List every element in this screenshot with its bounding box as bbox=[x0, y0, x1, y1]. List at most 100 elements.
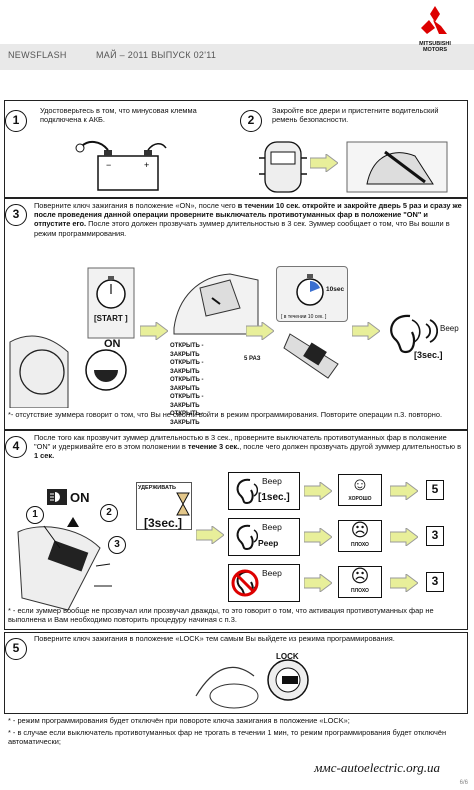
step-4-note: * - если зуммер вообще не прозвучал или … bbox=[8, 606, 434, 625]
step-3-text-a: Поверните ключ зажигания в положение «ON… bbox=[34, 201, 238, 210]
sound-box bbox=[228, 564, 300, 602]
step-3-text: Поверните ключ зажигания в положение «ON… bbox=[34, 201, 462, 238]
step-3-note: *- отсутствие зуммера говорит о том, что… bbox=[8, 410, 443, 419]
callout-3: 3 bbox=[108, 536, 126, 554]
arrow-icon bbox=[140, 322, 168, 340]
smile-icon: ☺ bbox=[350, 474, 370, 494]
sound-label: Beep bbox=[262, 568, 282, 578]
sound-label: Beep bbox=[262, 522, 282, 532]
beep-label: Beep bbox=[440, 324, 459, 333]
issue-label: МАЙ – 2011 ВЫПУСК 02'11 bbox=[96, 50, 217, 60]
svg-text:−: − bbox=[106, 160, 111, 170]
step-5-note-1: * - режим программирования будет отключё… bbox=[8, 716, 350, 725]
verdict-label: ХОРОШО bbox=[348, 496, 372, 502]
door-line: ОТКРЫТЬ - ЗАКРЫТЬ bbox=[170, 343, 204, 358]
arrow-icon bbox=[304, 574, 332, 592]
mitsubishi-logo: MITSUBISHI MOTORS bbox=[406, 6, 464, 53]
step-4-text-d: 1 сек. bbox=[34, 451, 55, 461]
ear-icon bbox=[390, 314, 421, 354]
battery-illustration: − + bbox=[75, 140, 167, 191]
step-4-sec-label: [3sec.] bbox=[144, 516, 183, 530]
step-3-on-label: ON bbox=[104, 338, 121, 350]
door-line: ОТКРЫТЬ - ЗАКРЫТЬ bbox=[170, 377, 204, 392]
hold-panel bbox=[136, 482, 192, 530]
times-label: 5 РАЗ bbox=[244, 356, 261, 362]
sound-label: Beep bbox=[262, 476, 282, 486]
doors-seatbelt-illustration bbox=[259, 141, 448, 193]
step-2-number: 2 bbox=[240, 110, 262, 132]
stopwatch-icon bbox=[296, 274, 324, 306]
step-4-text-b: течение 3 сек. bbox=[187, 442, 240, 452]
sound-sub-label: [1sec.] bbox=[258, 492, 290, 503]
page-number: 6/6 bbox=[459, 780, 468, 786]
sound-box bbox=[228, 518, 300, 556]
callout-2: 2 bbox=[100, 504, 118, 522]
arrow-icon bbox=[304, 482, 332, 500]
step-5-text: Поверните ключ зажигания в положение «LO… bbox=[34, 634, 395, 643]
arrow-icon bbox=[390, 482, 418, 500]
step-5-number: 5 bbox=[5, 638, 27, 660]
arrow-icon bbox=[390, 574, 418, 592]
start-dashboard-illustration bbox=[9, 267, 135, 408]
step-4-text-a: После того как прозвучит зуммер длительн… bbox=[34, 433, 447, 452]
svg-text:+: + bbox=[144, 160, 149, 170]
arrow-icon bbox=[352, 322, 380, 340]
ear-icon bbox=[236, 524, 258, 551]
verdict-box bbox=[338, 566, 382, 598]
hourglass-icon bbox=[176, 492, 190, 516]
logo-text-1: MITSUBISHI bbox=[419, 41, 451, 47]
next-step-number: 3 bbox=[426, 572, 444, 592]
arrow-icon bbox=[390, 528, 418, 546]
lock-label: LOCK bbox=[276, 652, 299, 661]
sound-sub-label: Peep bbox=[258, 538, 279, 548]
start-label: [START ] bbox=[94, 314, 128, 323]
timer-caption: [ в течении 10 сек. ] bbox=[281, 314, 327, 320]
fog-switch-turn-illustration bbox=[17, 525, 112, 611]
verdict-label: ПЛОХО bbox=[351, 542, 369, 548]
step-3-sec-label: [3sec.] bbox=[414, 350, 443, 360]
step-4-on-label: ON bbox=[70, 490, 90, 505]
step-2-text: Закройте все двери и пристегните водител… bbox=[272, 106, 439, 125]
next-step-number: 5 bbox=[426, 480, 444, 500]
door-line: ОТКРЫТЬ - ЗАКРЫТЬ bbox=[170, 394, 204, 409]
timer-label: 10sec bbox=[326, 286, 345, 293]
footer-site: ммс-autoelectric.org.ua bbox=[314, 760, 440, 775]
step-5-box bbox=[4, 632, 468, 714]
triangle-up-icon bbox=[67, 517, 79, 527]
step-4-number: 4 bbox=[5, 436, 27, 458]
sound-waves-icon bbox=[425, 319, 438, 343]
door-line: ОТКРЫТЬ - ЗАКРЫТЬ bbox=[170, 411, 204, 426]
verdict-box bbox=[338, 520, 382, 552]
step-3-text-b: в течении 10 сек. откройте и закройте дв… bbox=[34, 201, 462, 229]
fog-light-icon bbox=[47, 489, 67, 505]
arrow-icon bbox=[196, 526, 224, 544]
prohibited-icon bbox=[231, 569, 259, 597]
brand-label: NEWSFLASH bbox=[8, 50, 67, 60]
step-1-number: 1 bbox=[5, 110, 27, 132]
arrow-icon bbox=[304, 528, 332, 546]
logo-text-2: MOTORS bbox=[422, 47, 448, 53]
sound-box bbox=[228, 472, 300, 510]
next-step-number: 3 bbox=[426, 526, 444, 546]
frown-icon: ☹ bbox=[350, 566, 370, 586]
step-3-number: 3 bbox=[5, 204, 27, 226]
verdict-label: ПЛОХО bbox=[351, 588, 369, 594]
diamonds-icon bbox=[421, 6, 447, 34]
header-band bbox=[0, 44, 474, 70]
hold-label: УДЕРЖИВАТЬ bbox=[138, 485, 176, 491]
step-5-note-2: * - в случае если выключатель противотум… bbox=[8, 728, 447, 747]
fog-switch-illustration bbox=[283, 333, 339, 379]
step-1-text: Удостоверьтесь в том, что минусовая клем… bbox=[40, 106, 197, 125]
step-4-text-c: , после чего должен прозвучать другой зу… bbox=[239, 442, 462, 452]
arrow-icon bbox=[310, 154, 338, 172]
callout-1: 1 bbox=[26, 506, 44, 524]
door-line: ОТКРЫТЬ - ЗАКРЫТЬ bbox=[170, 360, 204, 375]
ignition-lock-illustration bbox=[195, 659, 309, 709]
step-3-text-c: После этого должен прозвучать зуммер дли… bbox=[34, 219, 450, 238]
step-4-text: После того как прозвучит зуммер длительн… bbox=[34, 433, 462, 461]
door-open-close-list: ОТКРЫТЬ - ЗАКРЫТЬ ОТКРЫТЬ - ЗАКРЫТЬ ОТКР… bbox=[170, 342, 234, 427]
verdict-box bbox=[338, 474, 382, 506]
ear-icon bbox=[236, 478, 258, 505]
car-door-illustration bbox=[173, 273, 259, 335]
frown-icon: ☹ bbox=[350, 520, 370, 540]
